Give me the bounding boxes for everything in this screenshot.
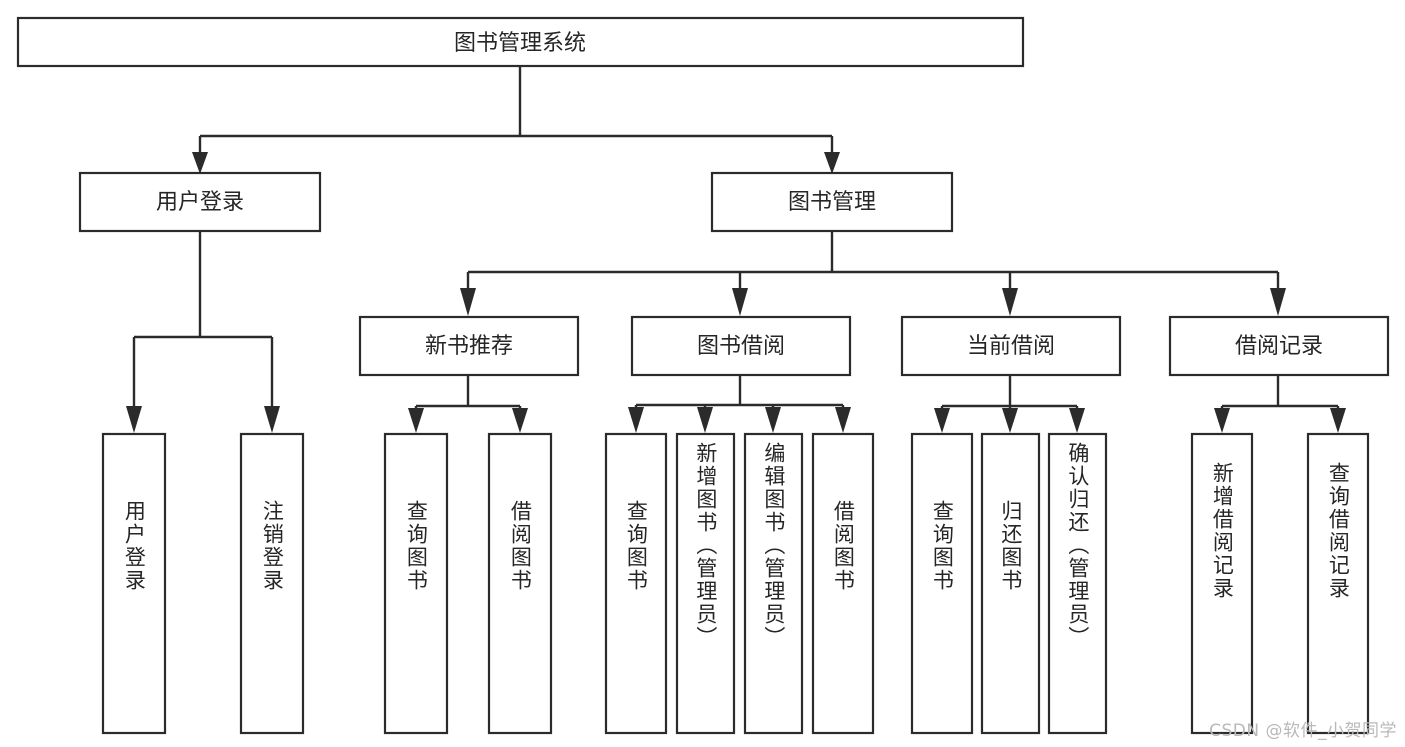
leaf-borrow-book-1-box[interactable] xyxy=(487,432,553,735)
arrowhead-leaf-user-login xyxy=(126,406,142,433)
leaf-query-book-1-box[interactable] xyxy=(383,432,449,735)
leaf-add-borrow-record-box[interactable] xyxy=(1190,432,1254,735)
arrowhead-leaf-return-book xyxy=(1002,408,1018,433)
leaf-query-borrow-record-box[interactable] xyxy=(1306,432,1370,735)
leaf-logout-box[interactable] xyxy=(239,432,305,735)
arrowhead-leaf-logout xyxy=(264,406,280,433)
node-new-book-recommend-label: 新书推荐 xyxy=(425,334,513,359)
leaf-query-book-2-box[interactable] xyxy=(604,432,668,735)
leaf-edit-book-admin-box[interactable] xyxy=(743,432,804,735)
node-book-borrow-label: 图书借阅 xyxy=(697,334,785,359)
leaf-return-book-box[interactable] xyxy=(980,432,1041,735)
node-book-management-label: 图书管理 xyxy=(788,190,876,215)
arrowhead-new-book-recommend xyxy=(460,288,476,316)
leaf-borrow-book-2-box[interactable] xyxy=(811,432,875,735)
arrowhead-leaf-edit-book-admin xyxy=(765,407,781,433)
arrowhead-leaf-query-borrow-record xyxy=(1330,408,1346,433)
arrowhead-leaf-query-book-2 xyxy=(628,407,644,433)
node-user-login-box[interactable] xyxy=(78,171,322,233)
arrowhead-current-borrow xyxy=(1002,288,1018,316)
node-borrow-record-box[interactable] xyxy=(1168,315,1390,377)
node-root-system-box[interactable] xyxy=(16,16,1025,68)
arrowhead-book-mgmt xyxy=(824,152,840,174)
arrowhead-book-borrow xyxy=(732,288,748,316)
arrowhead-leaf-query-book-3 xyxy=(934,408,950,433)
leaf-confirm-return-admin-box[interactable] xyxy=(1047,432,1108,735)
arrowhead-leaf-query-book-1 xyxy=(408,408,424,433)
node-current-borrow-box[interactable] xyxy=(900,315,1122,377)
arrowhead-leaf-confirm-return-admin xyxy=(1069,408,1085,433)
node-current-borrow-label: 当前借阅 xyxy=(967,334,1055,359)
node-user-login-label: 用户登录 xyxy=(156,190,244,215)
arrowhead-leaf-borrow-book-2 xyxy=(835,407,851,433)
node-new-book-recommend-box[interactable] xyxy=(358,315,580,377)
watermark-text: CSDN @软件_小贺同学 xyxy=(1209,721,1397,741)
arrowhead-leaf-borrow-book-1 xyxy=(512,408,528,433)
arrowhead-leaf-add-book-admin xyxy=(697,407,713,433)
leaf-query-book-3-box[interactable] xyxy=(910,432,974,735)
node-book-management-box[interactable] xyxy=(710,171,954,233)
leaf-user-login-box[interactable] xyxy=(101,432,167,735)
arrowhead-user-login xyxy=(192,152,208,174)
node-borrow-record-label: 借阅记录 xyxy=(1235,334,1323,359)
node-book-borrow-box[interactable] xyxy=(630,315,852,377)
node-root-system-label: 图书管理系统 xyxy=(454,31,586,56)
leaf-add-book-admin-box[interactable] xyxy=(675,432,736,735)
connector-layer xyxy=(126,66,1346,433)
node-layer: 图书管理系统 用户登录 图书管理 新书推荐 图书借阅 当前借阅 借阅记录 xyxy=(16,16,1390,735)
arrowhead-leaf-add-borrow-record xyxy=(1214,408,1230,433)
arrowhead-borrow-record xyxy=(1270,288,1286,316)
